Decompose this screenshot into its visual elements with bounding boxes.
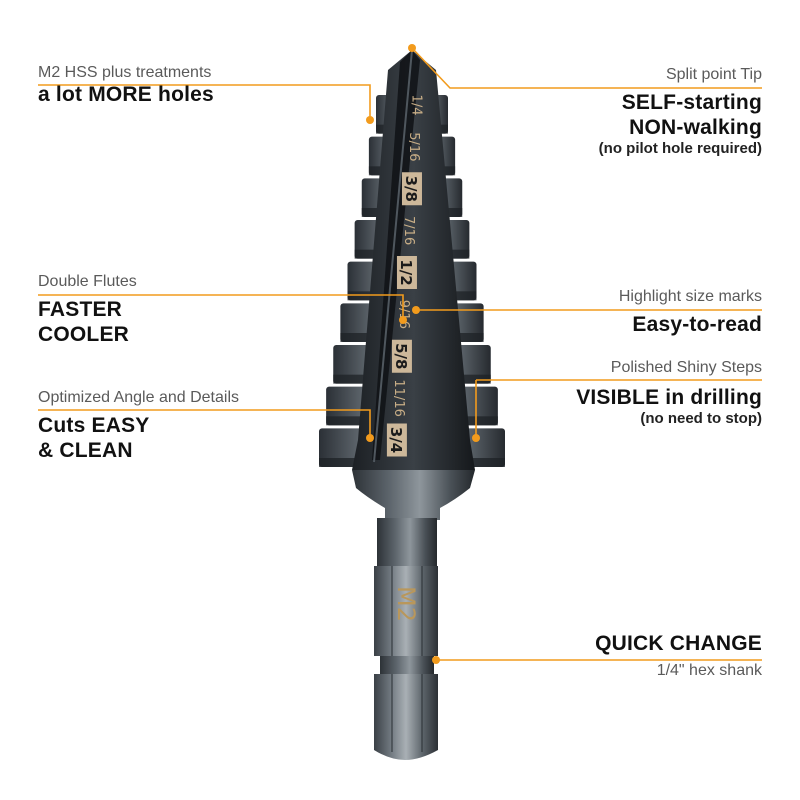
callout-marks-headline: Easy-to-read bbox=[632, 313, 762, 336]
bit-neck bbox=[352, 470, 475, 520]
callout-hss-subtitle: M2 HSS plus treatments bbox=[38, 64, 212, 81]
callout-angle-subtitle: Optimized Angle and Details bbox=[38, 389, 239, 406]
callout-flutes: Double Flutes FASTER COOLER bbox=[38, 273, 137, 347]
callout-shank: QUICK CHANGE 1/4" hex shank bbox=[595, 631, 762, 680]
size-mark-highlight bbox=[391, 339, 412, 373]
size-mark-text: 7/16 bbox=[401, 216, 416, 245]
size-mark: 7/16 bbox=[401, 216, 416, 245]
callout-tip-subtitle: Split point Tip bbox=[665, 66, 762, 83]
size-mark-text: 5/16 bbox=[406, 132, 421, 161]
size-mark-highlighted: 3/8 bbox=[401, 172, 422, 206]
callout-flutes-headline-2: COOLER bbox=[38, 323, 130, 346]
callout-hss-headline: a lot MORE holes bbox=[38, 83, 214, 106]
size-mark-text: 3/4 bbox=[387, 427, 405, 453]
leader-dots bbox=[366, 44, 480, 664]
callout-flutes-headline-1: FASTER bbox=[38, 298, 123, 321]
size-mark: 5/16 bbox=[406, 132, 421, 161]
callout-angle-headline-1: Cuts EASY bbox=[38, 414, 150, 437]
size-mark-highlighted: 1/2 bbox=[396, 256, 417, 289]
size-mark-text: 1/2 bbox=[397, 259, 415, 285]
callout-marks-subtitle: Highlight size marks bbox=[618, 288, 762, 305]
callout-steps-subtitle: Polished Shiny Steps bbox=[610, 359, 762, 376]
size-mark: 11/16 bbox=[391, 379, 406, 416]
size-mark-highlighted: 5/8 bbox=[391, 339, 412, 373]
size-mark-text: 11/16 bbox=[391, 379, 406, 416]
size-mark-highlight bbox=[401, 172, 422, 206]
callout-tip-note: (no pilot hole required) bbox=[598, 140, 762, 157]
callout-steps: Polished Shiny Steps VISIBLE in drilling… bbox=[576, 359, 762, 428]
callout-steps-headline: VISIBLE in drilling bbox=[576, 386, 762, 409]
callout-tip-headline-2: NON-walking bbox=[629, 116, 762, 139]
callout-steps-note: (no need to stop) bbox=[640, 410, 762, 427]
callout-marks: Highlight size marks Easy-to-read bbox=[619, 288, 762, 337]
leader-lines bbox=[38, 47, 762, 661]
callout-shank-headline: QUICK CHANGE bbox=[595, 632, 762, 655]
hex-shank: M2 bbox=[374, 518, 438, 760]
callout-tip-headline-1: SELF-starting bbox=[621, 91, 762, 114]
size-mark-text: 3/8 bbox=[402, 176, 420, 202]
size-mark-text: 5/8 bbox=[392, 343, 410, 369]
size-mark-highlight bbox=[396, 256, 417, 289]
size-mark-highlight bbox=[386, 423, 407, 457]
callout-flutes-subtitle: Double Flutes bbox=[38, 273, 137, 290]
callout-tip: Split point Tip SELF-starting NON-walkin… bbox=[599, 66, 762, 158]
callout-shank-subtitle: 1/4" hex shank bbox=[656, 662, 762, 679]
callout-angle: Optimized Angle and Details Cuts EASY & … bbox=[38, 389, 239, 463]
size-mark: 1/4 bbox=[409, 95, 424, 116]
callout-hss: M2 HSS plus treatments a lot MORE holes bbox=[38, 64, 214, 107]
callout-angle-headline-2: & CLEAN bbox=[38, 439, 133, 462]
size-mark-highlighted: 3/4 bbox=[386, 423, 407, 457]
shank-label: M2 bbox=[392, 586, 420, 622]
size-mark-text: 1/4 bbox=[409, 95, 424, 116]
